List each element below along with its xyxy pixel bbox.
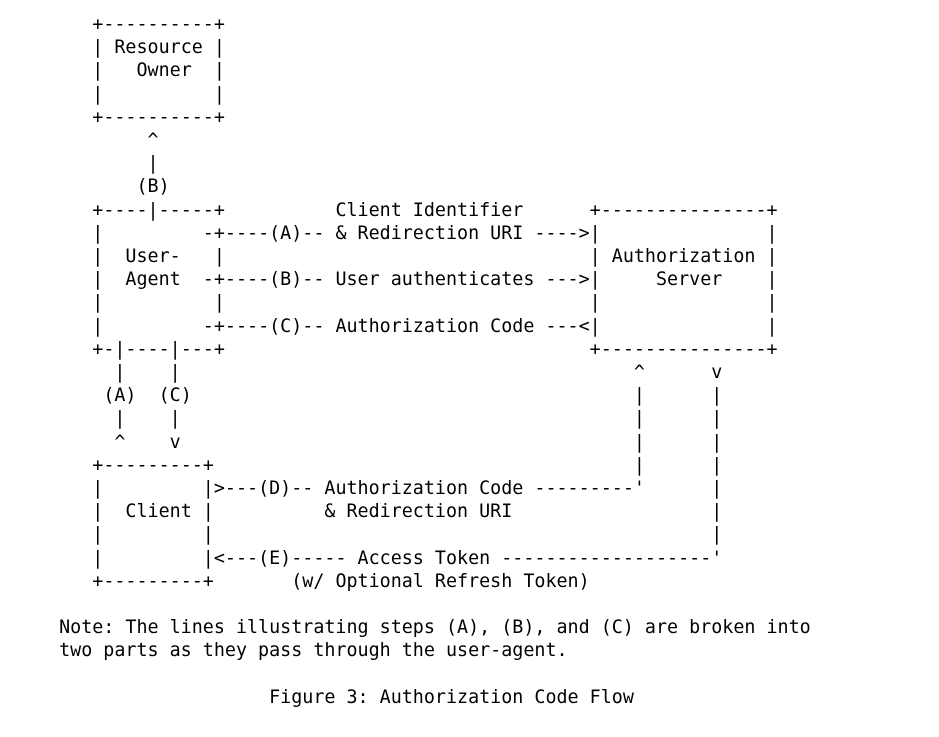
- figure-caption: Figure 3: Authorization Code Flow: [269, 686, 634, 708]
- authorization-code-flow-ascii-diagram: +----------+ | Resource | | Owner | | | …: [92, 14, 778, 592]
- figure-note: Note: The lines illustrating steps (A), …: [59, 617, 811, 662]
